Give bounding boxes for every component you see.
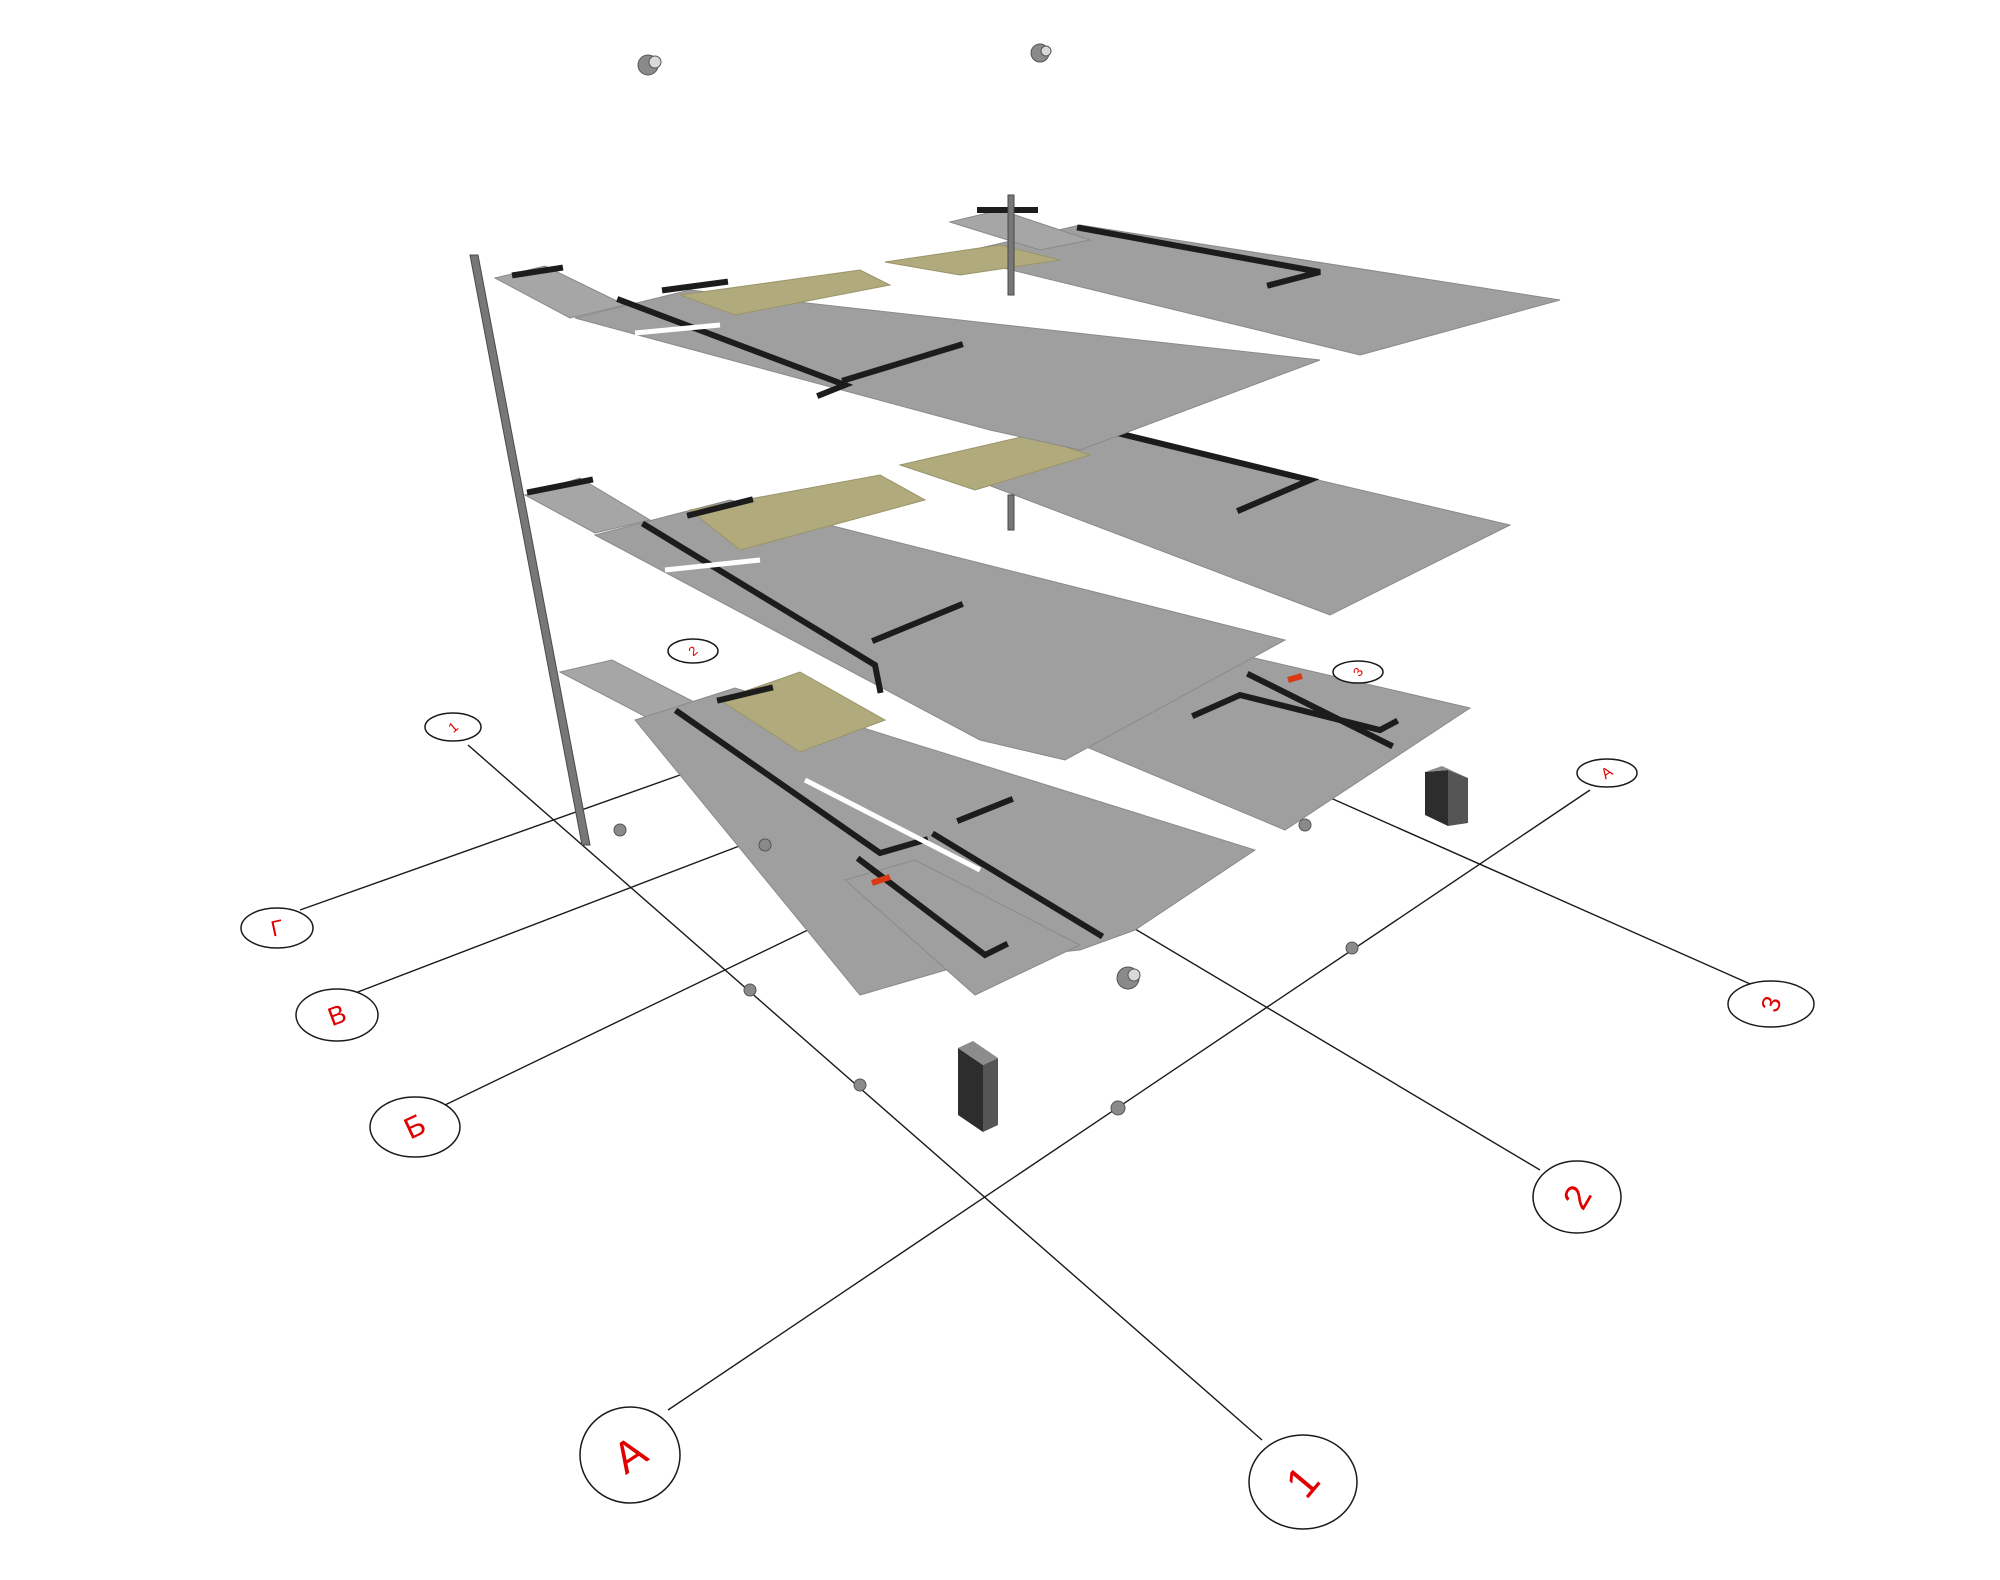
axis-marker-2-circle (667, 638, 719, 664)
block-lower-top (958, 1041, 998, 1065)
floor-1-wall-d (956, 796, 1014, 824)
axis-marker-1-circle (424, 712, 482, 742)
axis-bubble-1-circle (1248, 1434, 1358, 1530)
grid-line-b (444, 899, 871, 1106)
floor-3-slab-left (574, 289, 1321, 451)
axis-bubble-2-circle (1532, 1160, 1622, 1234)
floor-2-stair (688, 474, 927, 551)
floor-1-door (871, 874, 891, 886)
column-left (469, 254, 591, 846)
floor-1-wall-c (930, 830, 1105, 940)
floor-3-wall-c (511, 264, 564, 279)
axis-bubble-a: А (579, 1406, 681, 1504)
axis-marker-a-circle (1576, 758, 1638, 788)
floor-3 (493, 207, 1561, 451)
axis-bubble-g-circle (240, 907, 314, 949)
node-top-right-hi (1040, 45, 1052, 57)
floor-2-slab-left (593, 499, 1287, 761)
floor-1-wall-f (1191, 691, 1400, 734)
floor-2-wall-e (1101, 426, 1320, 514)
axis-bubble-a-circle (579, 1406, 681, 1504)
node-7 (1345, 941, 1359, 955)
floor-1-wall-a (673, 707, 929, 857)
block-right (1425, 766, 1468, 826)
node-8 (1298, 818, 1312, 832)
axis-bubble-v: В (295, 988, 379, 1042)
floor-3-wall-d (661, 278, 729, 294)
floor-3-gap (634, 322, 721, 336)
node-4 (853, 1078, 867, 1092)
axis-bubbles: А 1 2 3 Б В Г 1 (240, 638, 1815, 1530)
floor-1-wall-e (716, 684, 774, 704)
axis-label-g: Г (269, 915, 286, 942)
block-right-front (1425, 770, 1448, 826)
floor-2-stair-right (898, 434, 1092, 491)
grid-line-2 (1119, 919, 1541, 1171)
axis-marker-3-small: 3 (1332, 660, 1384, 684)
floor-2-wall-c (526, 476, 594, 496)
axis-marker-2-small: 2 (667, 638, 719, 664)
floor-1-wall-b (855, 855, 1010, 959)
columns (469, 194, 1015, 846)
grid-line-g (299, 774, 681, 911)
axis-bubble-b: Б (369, 1096, 461, 1158)
floor-1-gap (803, 777, 982, 873)
floor-3-stair (679, 269, 892, 316)
axis-marker-1-small: 1 (424, 712, 482, 742)
floor-1-door-right (1287, 673, 1303, 683)
axis-marker-3-circle (1332, 660, 1384, 684)
grid-lines (299, 744, 1776, 1441)
node-5 (1110, 1100, 1126, 1116)
column-right (1007, 194, 1015, 296)
block-lower (958, 1041, 998, 1132)
block-lower-front (958, 1048, 983, 1132)
axis-bubble-1: 1 (1248, 1434, 1358, 1530)
axis-bubble-2: 2 (1532, 1160, 1622, 1234)
floor-3-wall-b (841, 341, 964, 384)
axis-bubble-3: 3 (1727, 980, 1815, 1028)
floor-2 (523, 426, 1512, 761)
grid-line-3 (1289, 779, 1776, 996)
node-3 (743, 983, 757, 997)
floor-3-stair-right (884, 244, 1061, 276)
column-right-mid (1007, 494, 1015, 531)
floor-2-wall-a (640, 520, 884, 694)
floor-3-wall-e (1076, 224, 1321, 289)
block-lower-side (983, 1058, 998, 1132)
node-top-left-hi (648, 55, 662, 69)
grid-line-a (667, 789, 1591, 1411)
node-6-hi (1127, 968, 1141, 982)
axis-bubble-g: Г (240, 907, 314, 949)
axis-bubble-v-circle (295, 988, 379, 1042)
grid-line-1 (467, 744, 1263, 1441)
block-right-side (1448, 770, 1468, 826)
axis-bubble-b-circle (369, 1096, 461, 1158)
axis-bubble-3-circle (1727, 980, 1815, 1028)
axis-marker-a-small: А (1576, 758, 1638, 788)
floor-2-wall-d (686, 496, 754, 519)
floor-2-gap (664, 557, 761, 573)
grid-line-v (349, 839, 756, 996)
node-1 (613, 823, 627, 837)
floor-1-wall-g (1245, 670, 1395, 750)
node-2 (758, 838, 772, 852)
floor-2-wall-b (871, 601, 964, 644)
grid-nodes (613, 43, 1359, 1116)
block-right-top (1425, 766, 1468, 778)
